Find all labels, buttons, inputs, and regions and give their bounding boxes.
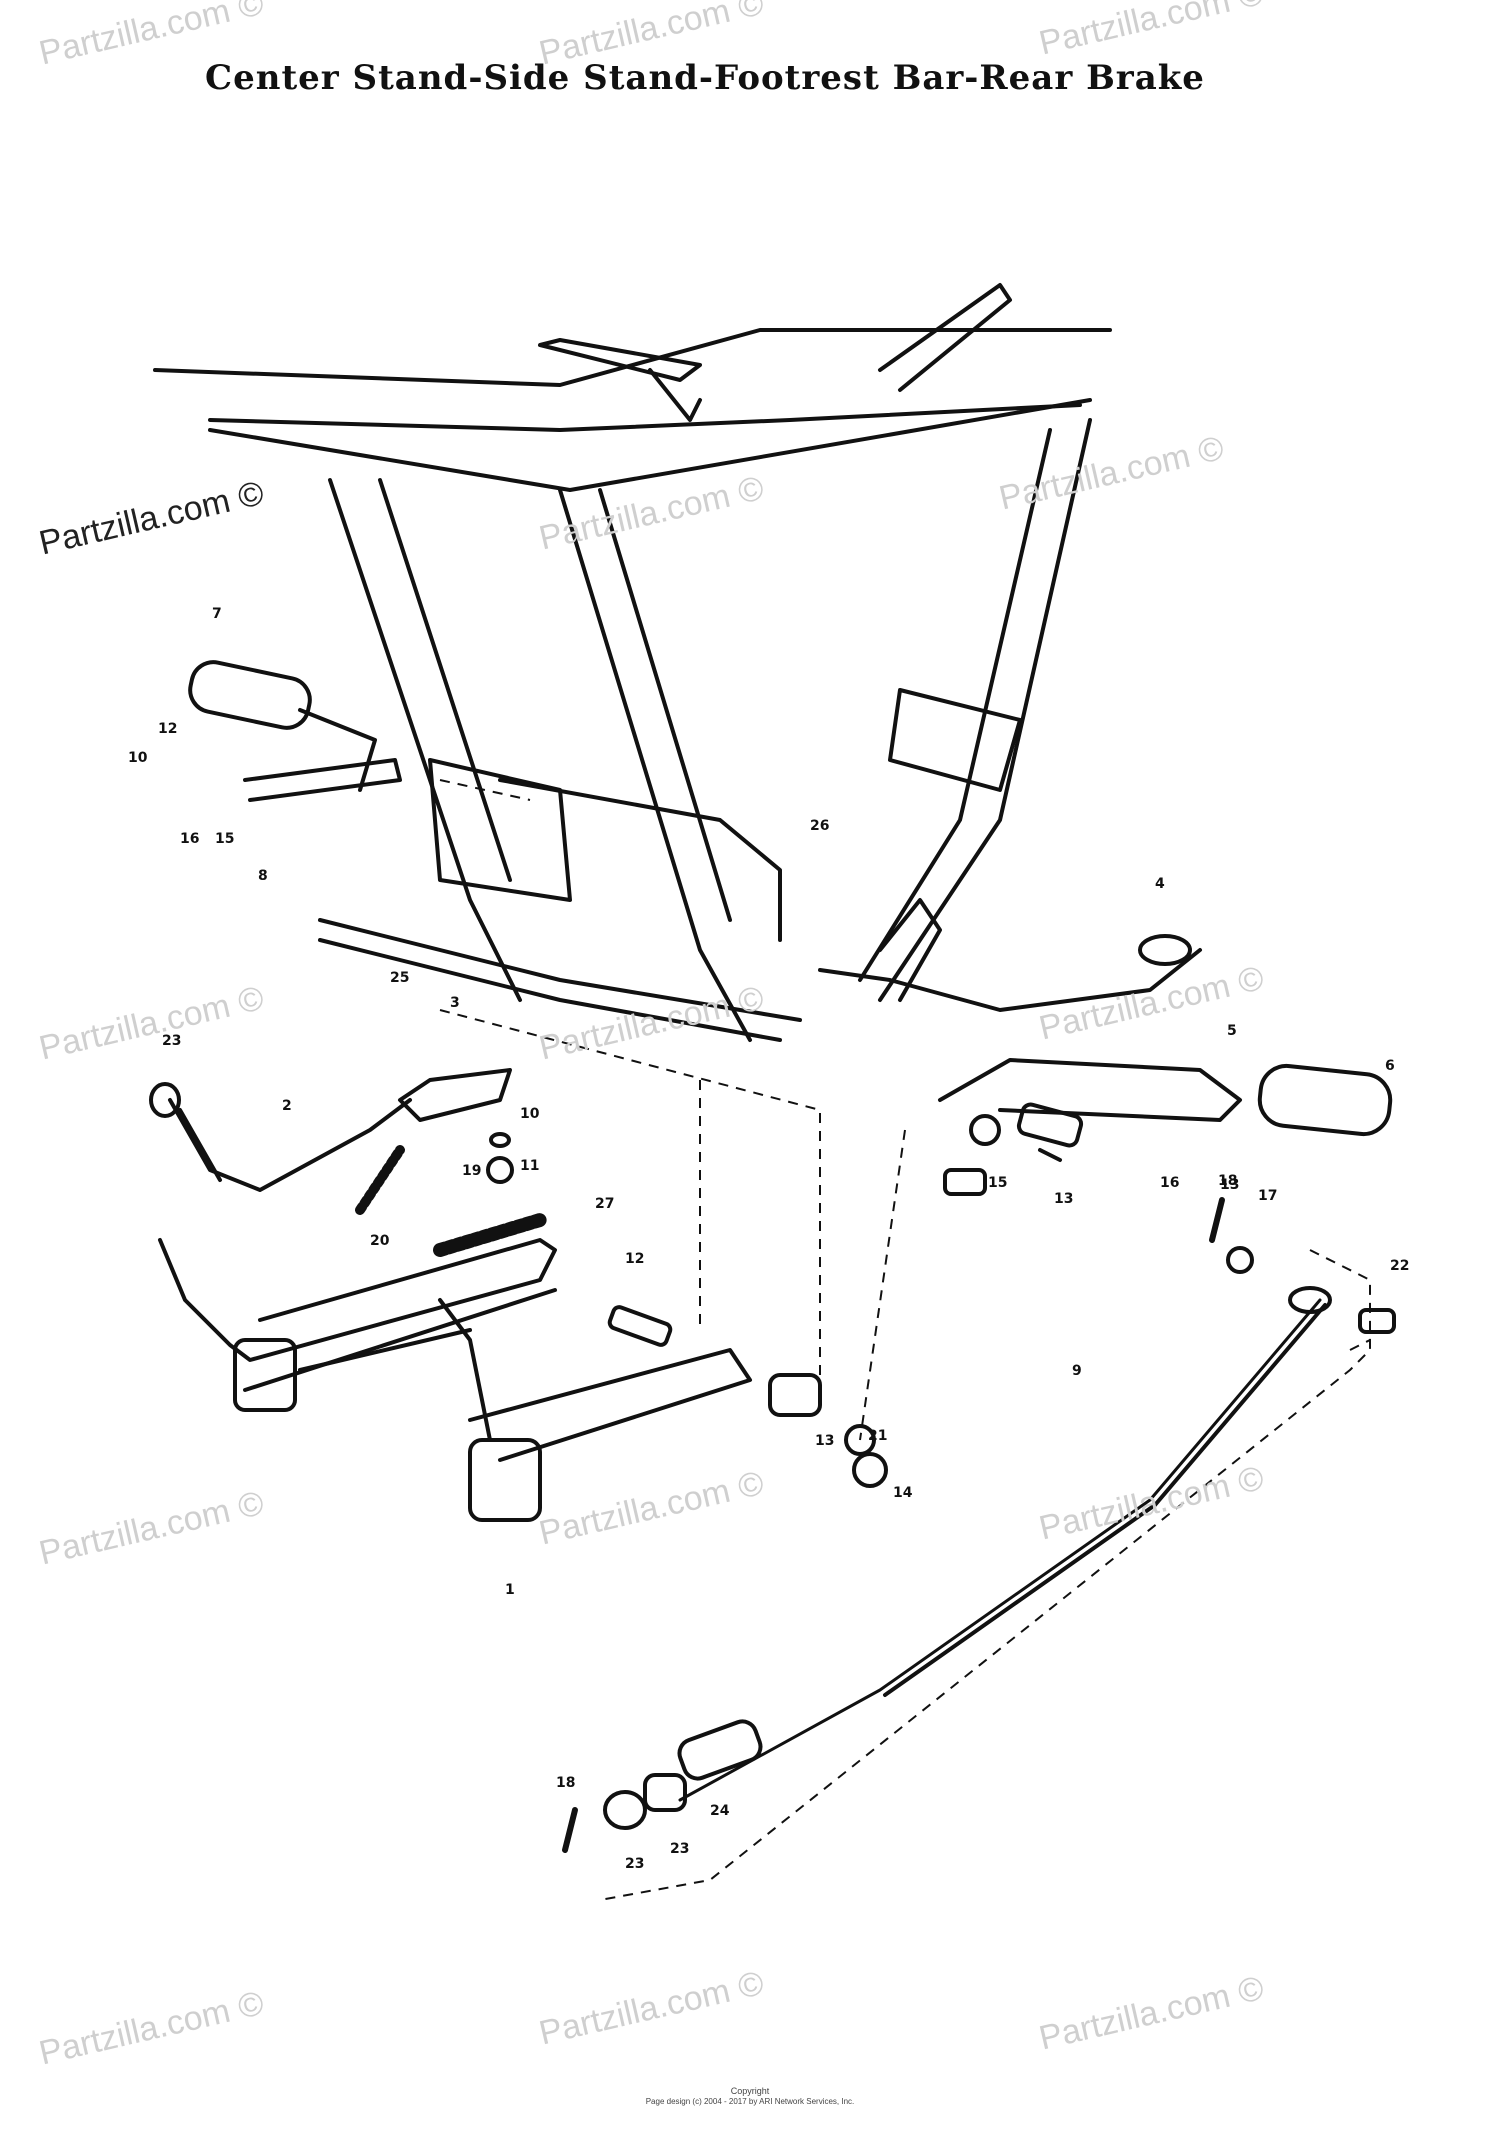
callout-number: 13: [815, 1433, 834, 1449]
callout-number: 13: [1054, 1191, 1073, 1207]
callout-number: 15: [988, 1175, 1007, 1191]
callout-number: 27: [595, 1196, 614, 1212]
callout-number: 23: [625, 1856, 644, 1872]
callout-number: 18: [1218, 1173, 1237, 1189]
callout-number: 6: [1385, 1058, 1395, 1074]
callout-number: 4: [1155, 876, 1165, 892]
footer-page-design: Page design (c) 2004 - 2017 by ARI Netwo…: [645, 2097, 855, 2106]
callout-number: 12: [158, 721, 177, 737]
callout-number: 7: [212, 606, 222, 622]
callout-number: 10: [128, 750, 148, 766]
callout-number: 14: [893, 1485, 913, 1501]
callout-number: 3: [450, 995, 460, 1011]
frame-left-downtube: [328, 478, 522, 1002]
brake-pedal: [818, 948, 1202, 1012]
right-footrest-rubber: [1257, 1063, 1393, 1137]
frame-center-downtube: [558, 488, 752, 1042]
center-stand: [158, 1238, 557, 1362]
frame-lower-cross: [318, 918, 802, 1022]
side-stand-spring: [355, 1145, 405, 1215]
center-stand-bushing: [768, 1373, 822, 1417]
callout-number: 1: [505, 1582, 515, 1598]
callout-number: 2: [282, 1098, 292, 1114]
callout-number: 19: [462, 1163, 481, 1179]
frame-rear-rail: [208, 398, 1092, 492]
callout-number: 16: [1160, 1175, 1179, 1191]
center-stand-foot-right: [468, 1438, 542, 1522]
callout-number: 15: [215, 831, 234, 847]
frame-upper-rail: [208, 403, 1082, 432]
center-stand-spring: [433, 1213, 547, 1257]
callout-number: 16: [180, 831, 199, 847]
callout-number: 10: [520, 1106, 540, 1122]
callout-number: 18: [556, 1775, 575, 1791]
frame-right-downtube: [878, 418, 1092, 1002]
side-stand: [168, 1098, 412, 1192]
brake-rod: [678, 1298, 1322, 1802]
brake-adjust-nut: [603, 1790, 647, 1830]
callout-number: 21: [868, 1428, 887, 1444]
diagram-title: Center Stand-Side Stand-Footrest Bar-Rea…: [205, 58, 1205, 98]
callout-number: 24: [710, 1803, 730, 1819]
callout-number: 8: [258, 868, 268, 884]
callout-number: 20: [370, 1233, 390, 1249]
right-footrest-bar: [938, 1058, 1242, 1122]
callout-number: 25: [390, 970, 409, 986]
frame-neck: [878, 283, 1012, 392]
callout-number: 23: [670, 1841, 689, 1857]
callout-number: 11: [520, 1158, 539, 1174]
callout-number: 17: [1258, 1188, 1277, 1204]
callout-number: 22: [1390, 1258, 1409, 1274]
frame-top-rail: [153, 328, 1112, 387]
callout-number: 13: [1220, 1177, 1239, 1193]
callout-number: 23: [162, 1033, 181, 1049]
callout-number: 12: [625, 1251, 644, 1267]
left-footrest-bar: [243, 758, 402, 802]
center-stand-foot-left: [233, 1338, 297, 1412]
frame-cross-member: [888, 688, 1022, 792]
callout-number: 9: [1072, 1363, 1082, 1379]
left-footrest-rubber: [188, 660, 312, 730]
callout-number: 5: [1227, 1023, 1237, 1039]
footer-copyright: Copyright: [730, 2086, 770, 2096]
brake-rod-joint: [643, 1773, 687, 1812]
frame-bracket: [538, 338, 702, 382]
callout-number: 26: [810, 818, 829, 834]
brake-rod-spring: [677, 1719, 763, 1781]
frame-side-plate: [428, 758, 572, 902]
side-stand-bracket: [398, 1068, 512, 1122]
